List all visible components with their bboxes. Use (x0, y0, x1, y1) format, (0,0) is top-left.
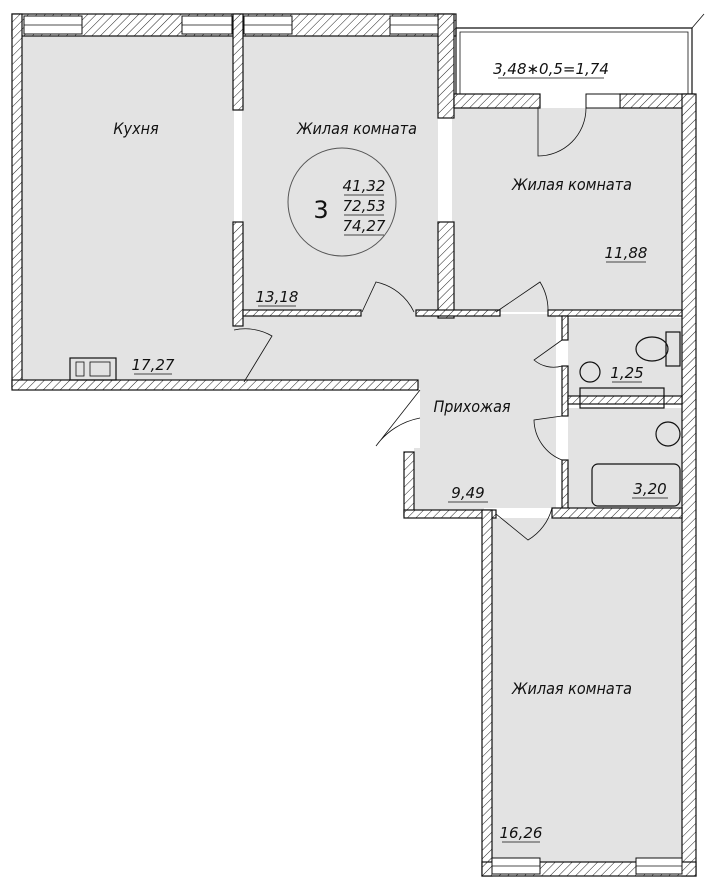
hallway-label: Прихожая (433, 397, 510, 416)
door-kitchen (233, 328, 273, 383)
wc-counter (579, 387, 665, 409)
wall-bath-left-mid (561, 365, 569, 417)
wall-room1-room2-bottom-strip (415, 309, 501, 317)
door-room2 (495, 281, 549, 313)
door-balcony (537, 107, 587, 157)
kitchen-floor (20, 36, 234, 380)
bath-washbasin (655, 421, 681, 447)
living-room-2-area: 11,88 (605, 244, 648, 262)
wall-right (681, 93, 697, 877)
floor-areas (20, 36, 682, 862)
kitchen-label: Кухня (113, 119, 159, 138)
kitchen-sink (69, 357, 117, 381)
balcony-formula: 3,48∗0,5=1,74 (493, 60, 609, 78)
wall-bath-bottom (551, 507, 683, 519)
wall-room1-room2-bottom (437, 221, 455, 319)
door-room3 (495, 507, 553, 541)
fixtures (69, 331, 681, 507)
windows (23, 15, 683, 875)
wall-hall-left (403, 451, 415, 517)
living-room-1-area: 13,18 (256, 288, 299, 306)
window-room2 (585, 93, 621, 109)
total-with-balcony-value: 74,27 (343, 217, 386, 235)
wc-area: 1,25 (610, 364, 643, 382)
rooms-count: 3 (313, 196, 328, 224)
living-room-3-floor (490, 518, 682, 862)
doors (233, 107, 587, 541)
living-room-1-floor (242, 36, 438, 314)
door-entrance (375, 389, 421, 447)
wall-left (11, 13, 23, 389)
bathtub (591, 463, 681, 507)
wall-kitchen-bottom (11, 379, 419, 391)
living-room-2-floor (452, 108, 682, 312)
hallway-floor (234, 314, 556, 512)
living-room-3-area: 16,26 (500, 824, 543, 842)
wall-bath-left-top (561, 315, 569, 341)
wall-room2-bottom (547, 309, 683, 317)
door-wc (533, 339, 563, 368)
apartment-summary-circle (287, 147, 397, 257)
wall-kitchen-room1-bottom (232, 221, 244, 327)
wall-kitchen-room1-top (232, 13, 244, 111)
living-room-3-label: Жилая комната (511, 679, 632, 698)
toilet-tank (665, 331, 681, 367)
total-area-value: 72,53 (343, 197, 386, 215)
hallway-area: 9,49 (451, 484, 484, 502)
living-room-2-label: Жилая комната (511, 175, 632, 194)
living-area-value: 41,32 (343, 177, 386, 195)
wall-wc-bath (567, 395, 683, 405)
toilet-bowl (635, 336, 669, 362)
balcony (455, 13, 705, 94)
living-room-1-label: Жилая комната (296, 119, 417, 138)
bathroom-area: 3,20 (633, 480, 666, 498)
wall-room1-bottom (242, 309, 362, 317)
door-room1 (361, 281, 415, 313)
kitchen-area: 17,27 (132, 356, 175, 374)
wall-balcony-bottom (453, 93, 541, 109)
wall-room1-room2-top (437, 13, 455, 119)
wc-washbasin (579, 361, 601, 383)
wall-room3-left (481, 509, 493, 877)
wall-bath-left-bottom (561, 459, 569, 515)
door-bath (533, 415, 563, 461)
wc-floor (568, 318, 682, 398)
bathroom-floor (568, 408, 682, 508)
